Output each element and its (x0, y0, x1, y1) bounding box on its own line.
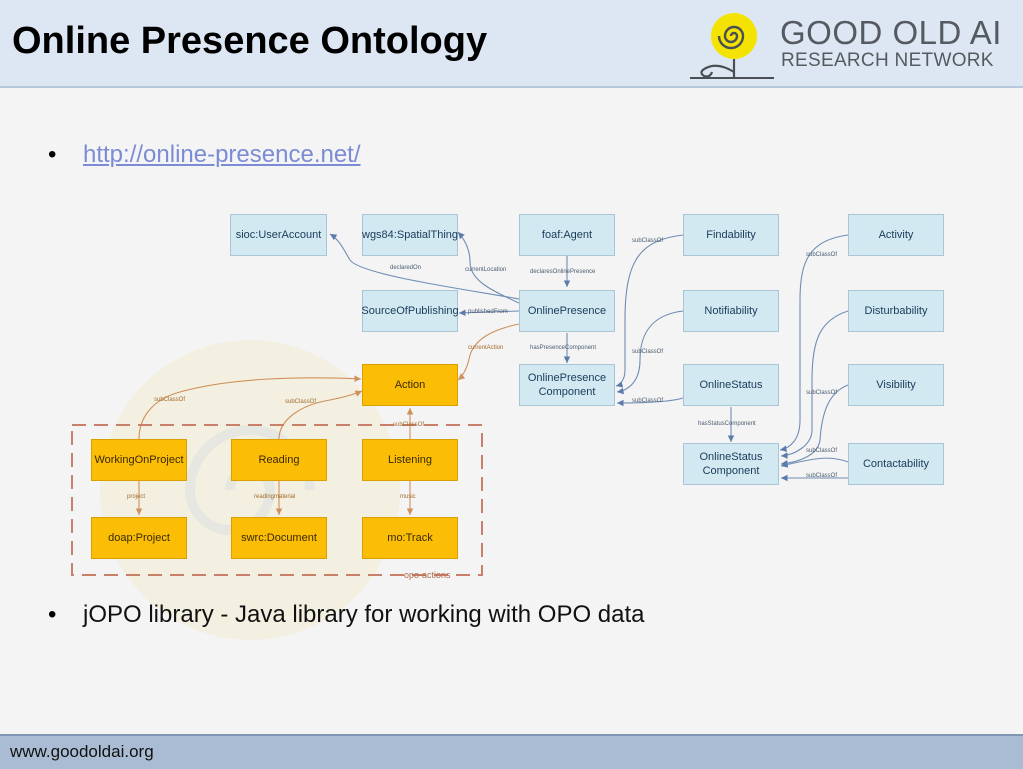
edge-label-subclassof: subClassOf (806, 448, 838, 454)
node-reading: Reading (231, 439, 327, 481)
edge-label-currentlocation: currentLocation (465, 267, 507, 273)
opo-actions-group-label: opo-actions (404, 570, 451, 580)
edge-label-subclassof: subClassOf (806, 252, 838, 258)
node-workingonproject: WorkingOnProject (91, 439, 187, 481)
slide-title: Online Presence Ontology (12, 20, 488, 62)
logo-title: GOOD OLD AI (780, 14, 1002, 51)
edge-label-subclassof: subClassOf (806, 473, 838, 479)
spiral-flower-icon (690, 13, 774, 79)
node-sioc-useraccount: sioc:UserAccount (230, 214, 327, 256)
node-mo-track: mo:Track (362, 517, 458, 559)
edge-label-subclassof: subClassOf (393, 422, 425, 428)
node-foaf-agent: foaf:Agent (519, 214, 615, 256)
node-sourceofpublishing: SourceOfPublishing (361, 290, 459, 332)
edge-label-readingmaterial: readingmaterial (254, 494, 296, 500)
online-presence-link[interactable]: http://online-presence.net/ (83, 141, 361, 168)
edge-label-publishedfrom: publishedFrom (468, 309, 508, 315)
logo-subtitle: RESEARCH NETWORK (781, 50, 994, 71)
node-onlinestatus: OnlineStatus (683, 364, 779, 406)
edge-label-project: project (127, 494, 146, 500)
node-onlinestatus-component: OnlineStatus Component (683, 443, 779, 485)
edge-label-subclassof: subClassOf (632, 238, 664, 244)
node-swrc-document: swrc:Document (231, 517, 327, 559)
bullet-marker: • (48, 601, 57, 628)
edge-label-subclassof: subClassOf (154, 397, 186, 403)
slide-header: Online Presence Ontology GOOD OLD AI RES… (0, 0, 1023, 88)
good-old-ai-logo: GOOD OLD AI RESEARCH NETWORK (688, 6, 1018, 82)
edge-label-hasstatuscomponent: hasStatusComponent (698, 421, 756, 427)
node-action: Action (362, 364, 458, 406)
edge-label-haspresencecomponent: hasPresenceComponent (530, 345, 597, 351)
edge-label-currentaction: currentAction (468, 345, 504, 351)
slide-footer: www.goodoldai.org (0, 734, 1023, 769)
edge-label-subclassof: subClassOf (806, 390, 838, 396)
edge-label-declaredon: declaredOn (390, 265, 422, 271)
edge-label-subclassof: subClassOf (632, 349, 664, 355)
ontology-link-bullet: http://online-presence.net/ (83, 141, 361, 169)
node-visibility: Visibility (848, 364, 944, 406)
edge-label-music: music (400, 494, 416, 500)
node-listening: Listening (362, 439, 458, 481)
bullet-marker: • (48, 141, 57, 168)
footer-website: www.goodoldai.org (10, 742, 154, 761)
edge-label-declaresonlinepresence: declaresOnlinePresence (530, 269, 596, 275)
node-wgs84-spatialthing: wgs84:SpatialThing (362, 214, 458, 256)
node-notifiability: Notifiability (683, 290, 779, 332)
node-doap-project: doap:Project (91, 517, 187, 559)
jopo-library-bullet: jOPO library - Java library for working … (83, 601, 645, 628)
node-onlinepresence-component: OnlinePresence Component (519, 364, 615, 406)
edge-label-subclassof: subClassOf (285, 399, 317, 405)
node-contactability: Contactability (848, 443, 944, 485)
node-onlinepresence: OnlinePresence (519, 290, 615, 332)
node-findability: Findability (683, 214, 779, 256)
edge-label-subclassof: subClassOf (632, 398, 664, 404)
node-disturbability: Disturbability (848, 290, 944, 332)
node-activity: Activity (848, 214, 944, 256)
